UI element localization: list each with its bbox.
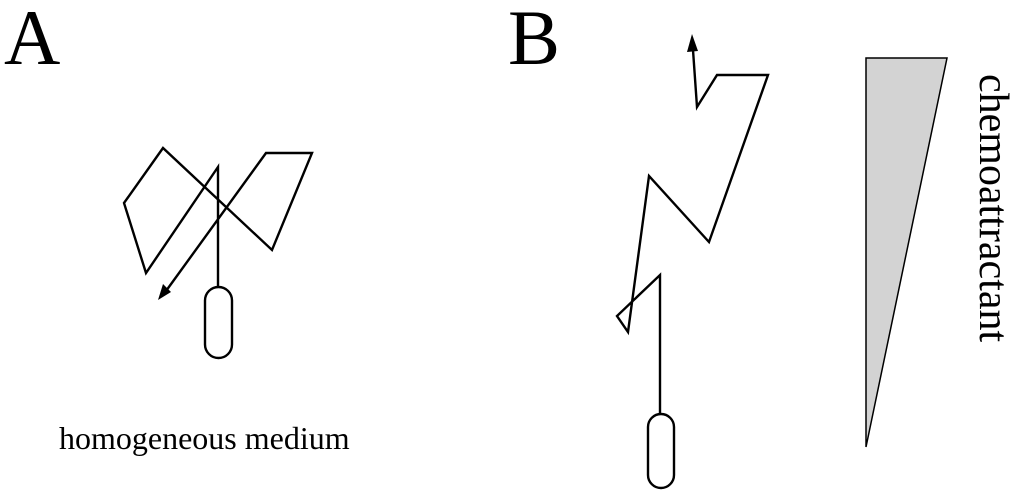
panel-b-bacterium [648, 414, 674, 488]
panel-a: A homogeneous medium [4, 0, 350, 456]
panel-b-run-tumble-path [617, 50, 768, 416]
chemoattractant-gradient-wedge [866, 58, 947, 447]
panel-b: B chemoattractant [508, 0, 1016, 488]
panel-b-label: B [508, 0, 560, 81]
panel-a-caption: homogeneous medium [59, 420, 350, 456]
panel-a-label: A [4, 0, 60, 81]
panel-a-bacterium [205, 287, 232, 358]
panel-a-run-tumble-path [124, 148, 312, 291]
panel-b-arrowhead [687, 34, 698, 52]
chemoattractant-label: chemoattractant [970, 74, 1016, 343]
